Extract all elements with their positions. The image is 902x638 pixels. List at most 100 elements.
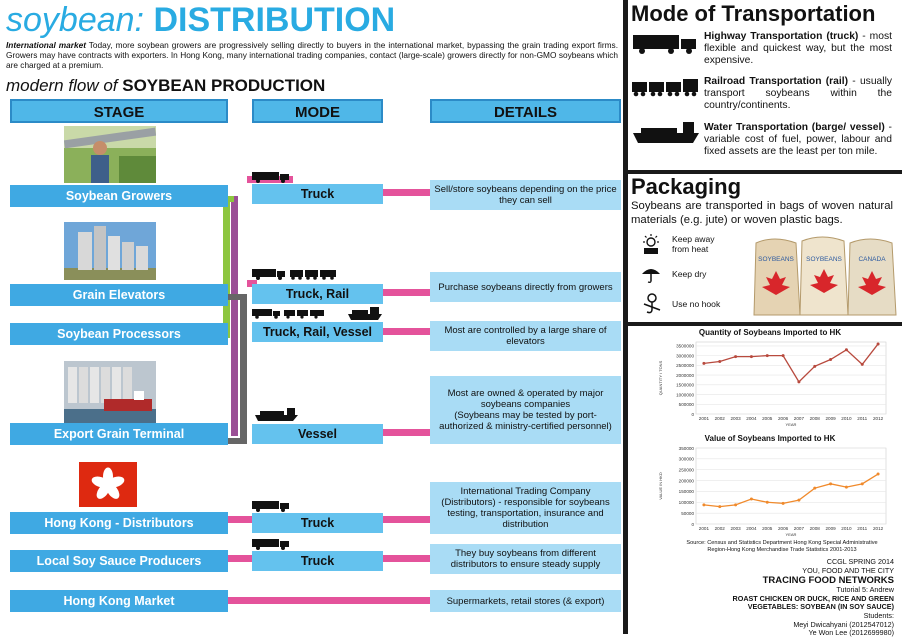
stage-hk-distributors: Hong Kong - Distributors bbox=[10, 512, 228, 534]
data-point bbox=[781, 501, 785, 505]
x-tick-label: 2009 bbox=[825, 526, 836, 531]
no-hook-icon bbox=[643, 293, 661, 314]
transport-water-label: Water Transportation (barge/ vessel) bbox=[704, 122, 885, 133]
data-point bbox=[718, 359, 722, 363]
data-point bbox=[829, 358, 833, 362]
transport-water-desc: - variable cost of fuel, power, labour a… bbox=[704, 122, 892, 157]
x-tick-label: 2003 bbox=[730, 526, 741, 531]
flow-heading-main: SOYBEAN PRODUCTION bbox=[122, 76, 326, 95]
details-export-grain-terminal: Most are owned & operated by major soybe… bbox=[430, 376, 621, 444]
transport-heading: Mode of Transportation bbox=[631, 1, 876, 26]
title-main: DISTRIBUTION bbox=[153, 1, 396, 39]
transport-rail-desc: - usually transport soybeans within the … bbox=[704, 76, 892, 111]
mode-truck-2: Truck bbox=[252, 513, 383, 533]
train-icon bbox=[284, 310, 324, 319]
data-point bbox=[797, 498, 801, 502]
x-tick-label: 2010 bbox=[841, 416, 852, 421]
grain-terminal-photo bbox=[64, 361, 156, 423]
series-line bbox=[703, 343, 879, 383]
x-tick-label: 2007 bbox=[794, 526, 805, 531]
credit-line: Tutorial 5: Andrew bbox=[836, 585, 894, 595]
stage-grain-elevators: Grain Elevators bbox=[10, 284, 228, 306]
vessel-icon bbox=[348, 307, 382, 320]
x-tick-label: 2012 bbox=[873, 526, 884, 531]
details-soybean-processors: Most are controlled by a large share of … bbox=[430, 321, 621, 351]
x-tick-label: 2010 bbox=[841, 526, 852, 531]
x-tick-label: 2007 bbox=[794, 416, 805, 421]
hk-flag-icon bbox=[79, 462, 137, 507]
data-point bbox=[844, 348, 848, 352]
value-chart: 0500001000001500002000002500003000003500… bbox=[658, 446, 887, 537]
grain-elevator-photo bbox=[64, 222, 156, 280]
data-point bbox=[749, 355, 753, 359]
train-icon bbox=[290, 270, 336, 280]
details-hk-market: Supermarkets, retail stores (& export) bbox=[430, 590, 621, 612]
x-axis-label: YEAR bbox=[786, 532, 797, 537]
intro-text: Today, more soybean growers are progress… bbox=[6, 40, 618, 70]
details-hk-distributors: International Trading Company (Distribut… bbox=[430, 482, 621, 534]
intro-lead: International market bbox=[6, 40, 86, 50]
y-tick-label: 1000000 bbox=[676, 392, 694, 397]
credits: CCGL SPRING 2014 YOU, FOOD AND THE CITY … bbox=[732, 557, 894, 638]
connector bbox=[383, 555, 430, 562]
x-tick-label: 2012 bbox=[873, 416, 884, 421]
bag-label: SOYBEANS bbox=[758, 256, 794, 263]
intro-paragraph: International market Today, more soybean… bbox=[6, 40, 618, 70]
quantity-chart: 0500000100000015000002000000250000030000… bbox=[658, 341, 887, 427]
flow-line-green bbox=[223, 196, 230, 338]
x-tick-label: 2001 bbox=[699, 416, 710, 421]
credit-line: TRACING FOOD NETWORKS bbox=[762, 575, 894, 587]
train-icon bbox=[632, 79, 698, 97]
data-point bbox=[765, 354, 769, 358]
dry-label: Keep dry bbox=[672, 269, 707, 279]
truck-icon bbox=[252, 539, 289, 550]
data-point bbox=[781, 354, 785, 358]
x-axis-label: YEAR bbox=[786, 422, 797, 427]
connector bbox=[228, 597, 430, 604]
flow-line-green-top bbox=[224, 196, 234, 202]
details-soy-sauce-producers: They buy soybeans from different distrib… bbox=[430, 544, 621, 574]
vessel-icon bbox=[255, 408, 298, 421]
y-tick-label: 200000 bbox=[679, 478, 695, 483]
series-line bbox=[703, 473, 879, 508]
y-tick-label: 250000 bbox=[679, 468, 695, 473]
y-tick-label: 3500000 bbox=[676, 344, 694, 349]
stage-export-grain-terminal: Export Grain Terminal bbox=[10, 423, 228, 445]
x-tick-label: 2003 bbox=[730, 416, 741, 421]
data-point bbox=[860, 482, 864, 486]
page-title: soybean: DISTRIBUTION bbox=[6, 2, 395, 38]
maple-leaf-icon bbox=[858, 271, 886, 295]
truck-train-icons bbox=[252, 269, 336, 280]
plot-area bbox=[695, 341, 887, 415]
truck-icon bbox=[252, 172, 289, 183]
flow-line-grey-bottom bbox=[228, 438, 247, 444]
data-point bbox=[718, 505, 722, 509]
flow-line-grey bbox=[240, 294, 247, 444]
truck-icon bbox=[633, 35, 696, 54]
data-point bbox=[813, 486, 817, 490]
credit-line: Students: bbox=[863, 610, 894, 620]
x-tick-label: 2006 bbox=[778, 416, 789, 421]
farmer-photo bbox=[64, 126, 156, 183]
credit-line: ROAST CHICKEN OR DUCK, RICE AND GREEN bbox=[732, 593, 894, 603]
title-prefix: soybean: bbox=[6, 1, 144, 39]
flow-line-grey-top bbox=[228, 294, 247, 300]
heat-icon bbox=[643, 234, 659, 254]
connector bbox=[228, 516, 252, 523]
data-point bbox=[734, 503, 738, 507]
x-tick-label: 2005 bbox=[762, 416, 773, 421]
heat-label: Keep away from heat bbox=[672, 234, 715, 254]
truck-icon bbox=[252, 269, 285, 280]
mode-truck-rail-vessel: Truck, Rail, Vessel bbox=[252, 322, 383, 342]
transport-truck-desc: - most flexible and quickest way, but th… bbox=[704, 31, 892, 66]
y-tick-label: 300000 bbox=[679, 457, 695, 462]
section-divider bbox=[628, 322, 902, 326]
chart-title: Value of Soybeans Imported to HK bbox=[704, 434, 836, 443]
y-tick-label: 100000 bbox=[679, 500, 695, 505]
maple-leaf-icon bbox=[762, 271, 790, 295]
y-tick-label: 0 bbox=[691, 412, 694, 417]
x-tick-label: 2011 bbox=[857, 416, 867, 421]
mode-truck-rail: Truck, Rail bbox=[252, 284, 383, 304]
credit-line: VEGETABLES: SOYBEAN (IN SOY SAUCE) bbox=[747, 602, 894, 612]
data-point bbox=[797, 380, 801, 384]
